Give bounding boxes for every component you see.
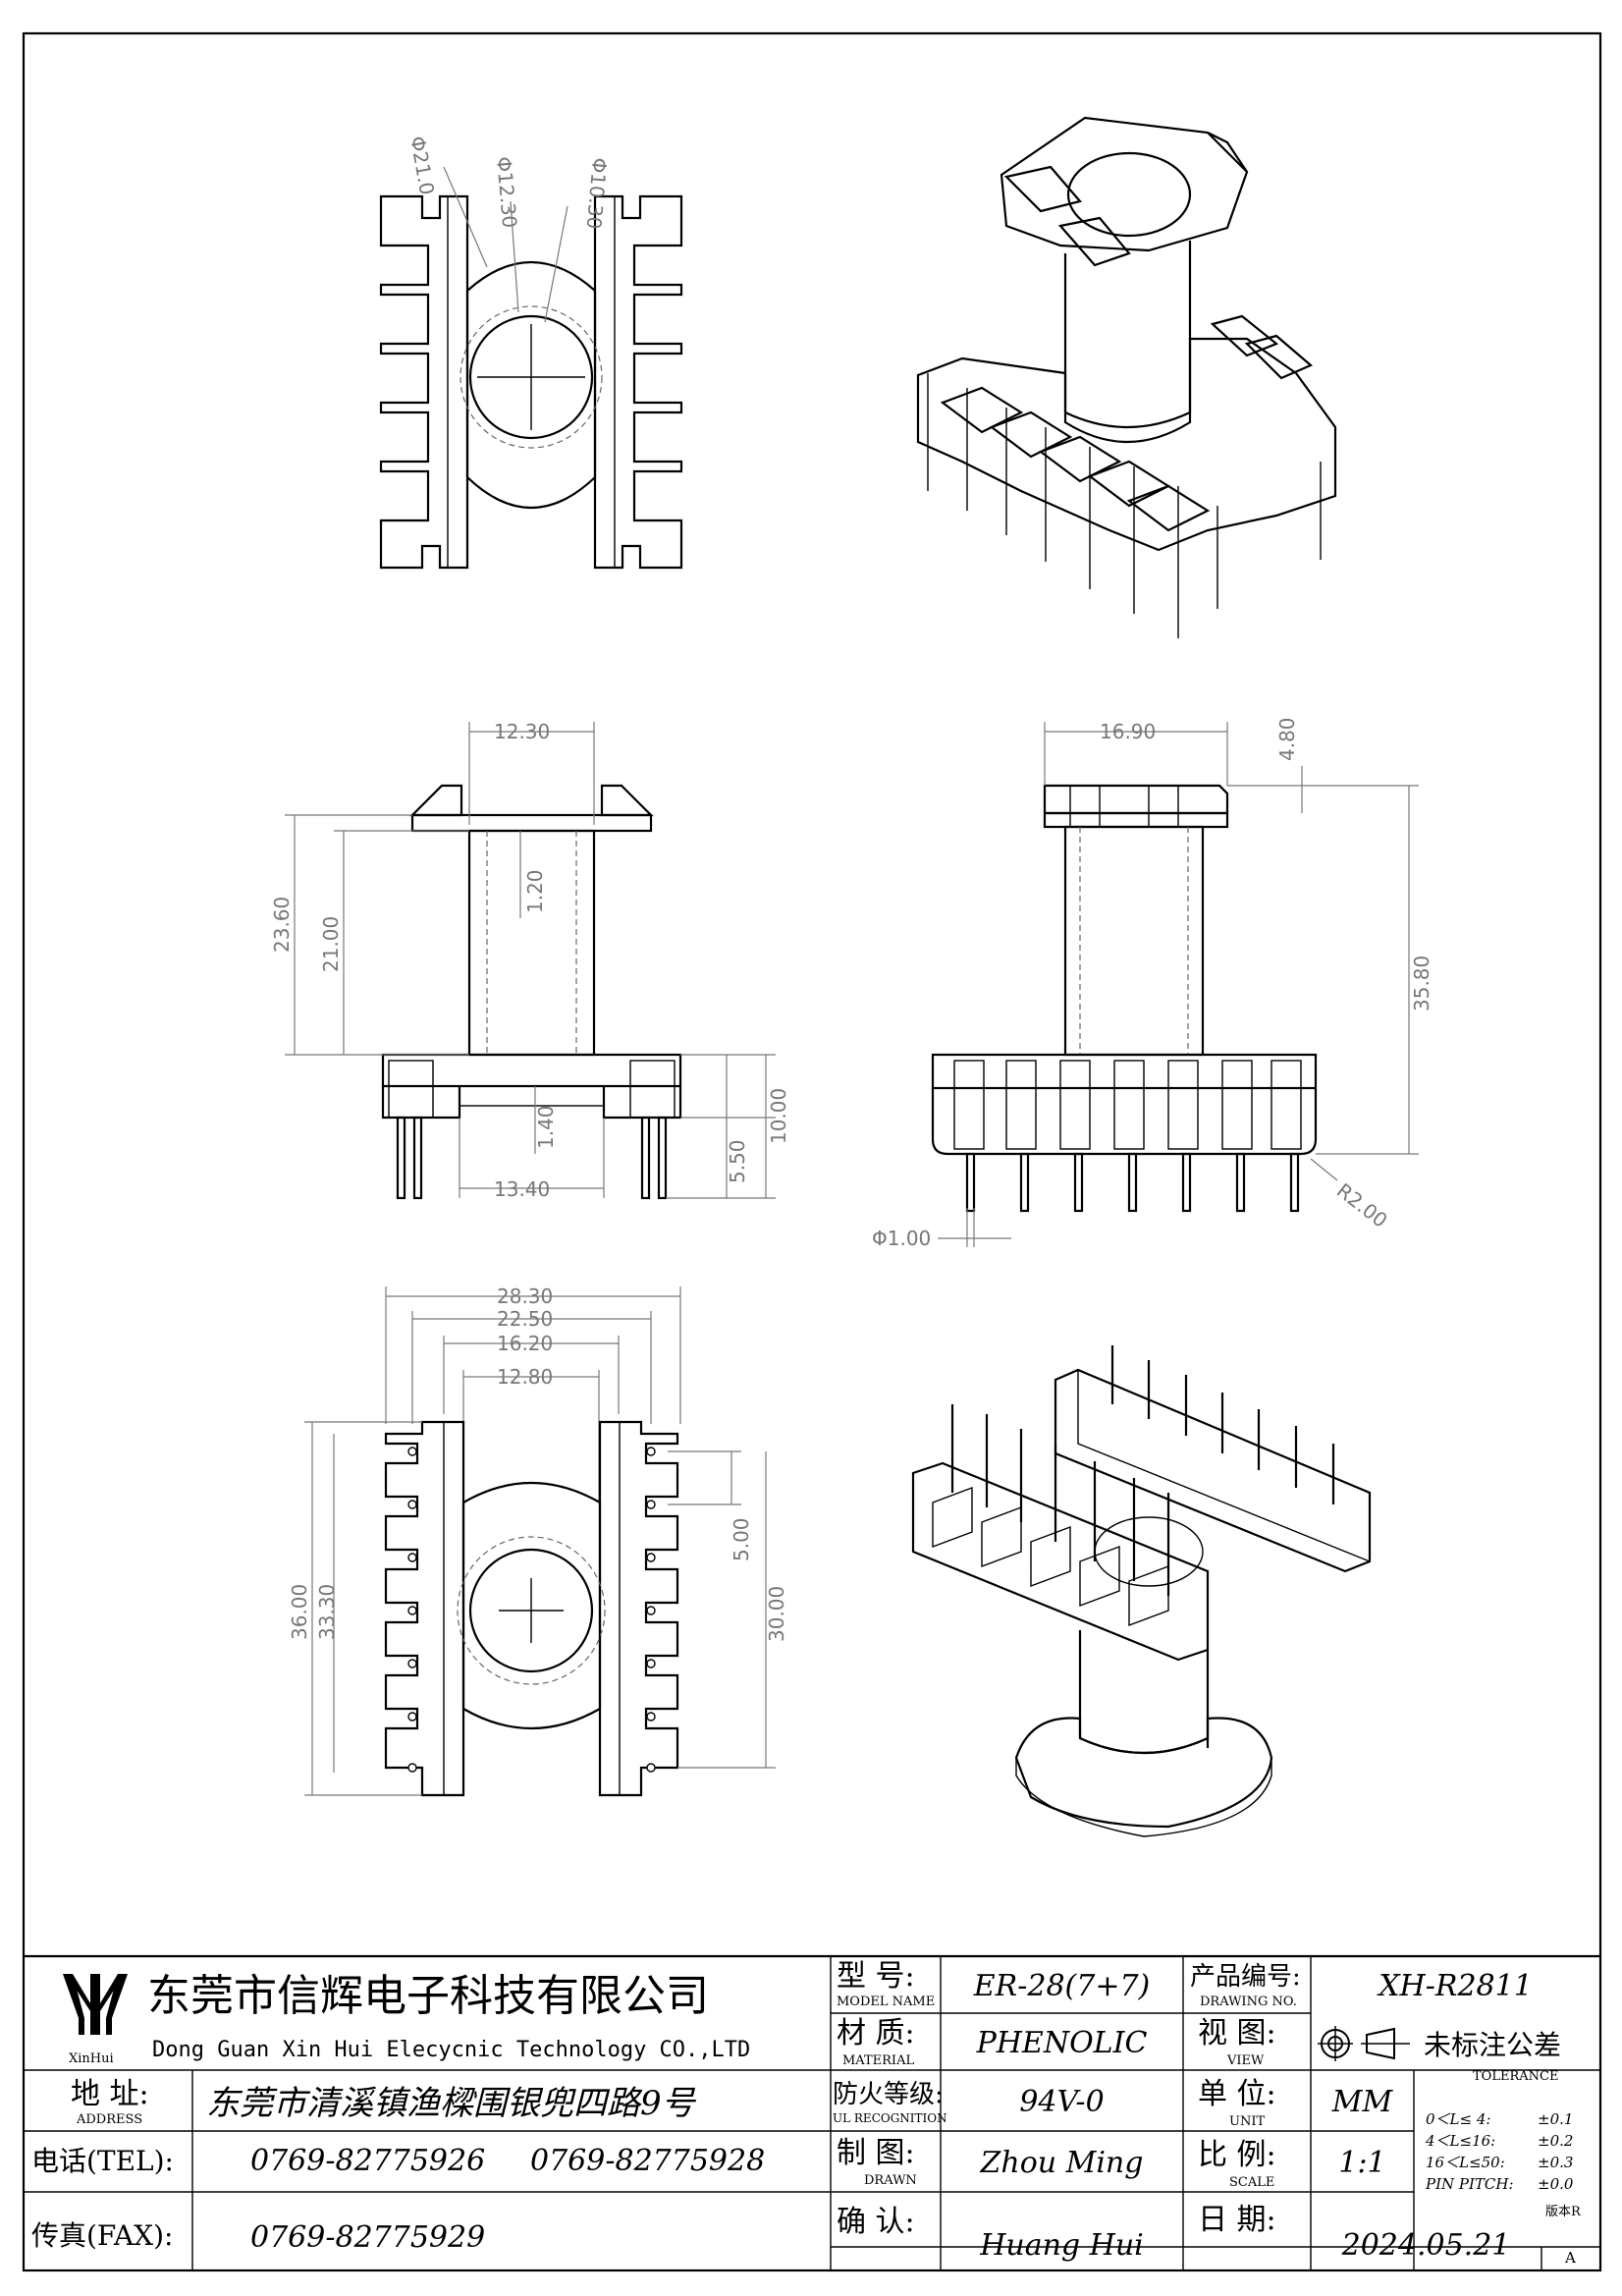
tolerance-value-2: ±0.2 [1538, 2132, 1574, 2150]
dim-front-pin1: 5.50 [726, 1139, 749, 1183]
tel-2: 0769-82775928 [530, 2144, 766, 2178]
tel-label: 电话(TEL): [31, 2145, 174, 2177]
check-value: Huang Hui [980, 2228, 1144, 2263]
tolerance-range-1: 0＜L≤ 4: [1426, 2110, 1491, 2128]
view-label: 视 图: [1198, 2016, 1276, 2050]
material-value: PHENOLIC [976, 2026, 1148, 2060]
dim-front-width-top: 12.30 [494, 720, 550, 743]
version-value: A [1565, 2249, 1576, 2267]
dim-bottom-w4: 12.80 [497, 1365, 553, 1389]
bottom-view: 28.30 22.50 16.20 12.80 36.00 [288, 1285, 788, 1797]
flame-value: 94V-0 [1019, 2085, 1105, 2119]
isometric-view-2 [911, 1345, 1372, 1837]
fax-label: 传真(FAX): [31, 2219, 174, 2252]
dim-bottom-w1: 28.30 [497, 1285, 553, 1308]
drawn-label: 制 图: [837, 2136, 915, 2170]
unit-label-en: UNIT [1229, 2114, 1266, 2129]
drawn-value: Zhou Ming [980, 2146, 1144, 2180]
dim-bottom-w2: 22.50 [497, 1307, 553, 1331]
dim-side-width: 16.90 [1100, 720, 1156, 743]
flame-label: 防火等级: [833, 2080, 944, 2109]
drawing-no-label-en: DRAWING NO. [1200, 1995, 1297, 2009]
company-name-en: Dong Guan Xin Hui Elecycnic Technology C… [152, 2038, 751, 2062]
tolerance-title-en: TOLERANCE [1473, 2069, 1559, 2084]
dim-front-wall: 1.20 [523, 869, 547, 913]
company-logo [51, 1964, 139, 2052]
dim-bottom-h1: 36.00 [288, 1584, 311, 1640]
tel-1: 0769-82775926 [250, 2144, 486, 2178]
dim-pin-dia: Φ1.00 [872, 1227, 931, 1250]
tolerance-range-3: 16＜L≤50: [1426, 2154, 1505, 2171]
tolerance-title: 未标注公差 [1424, 2029, 1562, 2061]
dim-bottom-h2: 33.30 [315, 1584, 339, 1640]
dim-side-flange: 4.80 [1275, 717, 1299, 761]
dim-top-d3: Φ10.30 [582, 157, 612, 231]
material-label-en: MATERIAL [842, 2053, 915, 2068]
address-label: 地 址: [71, 2077, 149, 2111]
dim-side-radius: R2.00 [1332, 1178, 1392, 1232]
sheet-border [22, 31, 1602, 2272]
tolerance-range-2: 4＜L≤16: [1426, 2132, 1496, 2150]
view-label-en: VIEW [1227, 2053, 1265, 2068]
dim-top-d2: Φ12.30 [492, 155, 521, 229]
tolerance-value-1: ±0.1 [1538, 2110, 1574, 2128]
date-label: 日 期: [1198, 2203, 1276, 2237]
dim-front-h2: 21.00 [319, 916, 343, 972]
version-label: 版本R [1545, 2205, 1581, 2219]
logo-text: XinHui [69, 2051, 114, 2066]
isometric-view-1 [916, 116, 1337, 638]
tolerance-value-4: ±0.0 [1538, 2175, 1574, 2193]
dim-bottom-w3: 16.20 [497, 1332, 553, 1355]
company-name-cn: 东莞市信辉电子科技有限公司 [147, 1971, 709, 2021]
dim-front-h1: 23.60 [270, 897, 294, 953]
scale-value: 1:1 [1338, 2146, 1386, 2180]
view-symbol [1316, 2021, 1414, 2066]
material-label: 材 质: [837, 2016, 915, 2050]
address-value: 东莞市清溪镇渔樑围银兜四路9号 [206, 2084, 695, 2123]
unit-label: 单 位: [1198, 2077, 1276, 2111]
date-value: 2024.05.21 [1341, 2228, 1511, 2263]
drawing-no-label: 产品编号: [1190, 1962, 1301, 1992]
drawn-label-en: DRAWN [864, 2173, 917, 2188]
check-label: 确 认: [837, 2205, 915, 2239]
front-view: 12.30 23.60 21.00 1.20 1.40 5.50 10.00 1… [270, 720, 790, 1201]
drawing-no-value: XH-R2811 [1379, 1969, 1533, 2003]
scale-label-en: SCALE [1229, 2175, 1275, 2190]
dim-side-height: 35.80 [1410, 956, 1433, 1011]
dim-bottom-pitch: 5.00 [730, 1517, 753, 1561]
dim-front-pin2: 10.00 [767, 1088, 790, 1144]
model-label-en: MODEL NAME [837, 1995, 936, 2009]
side-view: 16.90 4.80 35.80 R2.00 Φ1.00 [872, 717, 1433, 1250]
dim-front-flange: 1.40 [534, 1105, 558, 1149]
title-block-frame [24, 1954, 1600, 2270]
scale-label: 比 例: [1198, 2138, 1276, 2172]
tolerance-value-3: ±0.3 [1538, 2154, 1574, 2171]
unit-value: MM [1331, 2085, 1393, 2119]
tolerance-range-4: PIN PITCH: [1426, 2175, 1514, 2193]
model-label: 型 号: [837, 1959, 915, 1994]
top-view: Φ21.0 Φ12.30 Φ10.30 [379, 135, 683, 570]
address-label-en: ADDRESS [77, 2112, 143, 2127]
dim-front-width-bottom: 13.40 [494, 1177, 550, 1201]
dim-bottom-span: 30.00 [765, 1586, 788, 1642]
model-value: ER-28(7+7) [973, 1969, 1151, 2003]
dim-top-d1: Φ21.0 [406, 135, 439, 197]
fax-value: 0769-82775929 [250, 2220, 486, 2255]
flame-label-en: UL RECOGNITION [833, 2111, 947, 2125]
